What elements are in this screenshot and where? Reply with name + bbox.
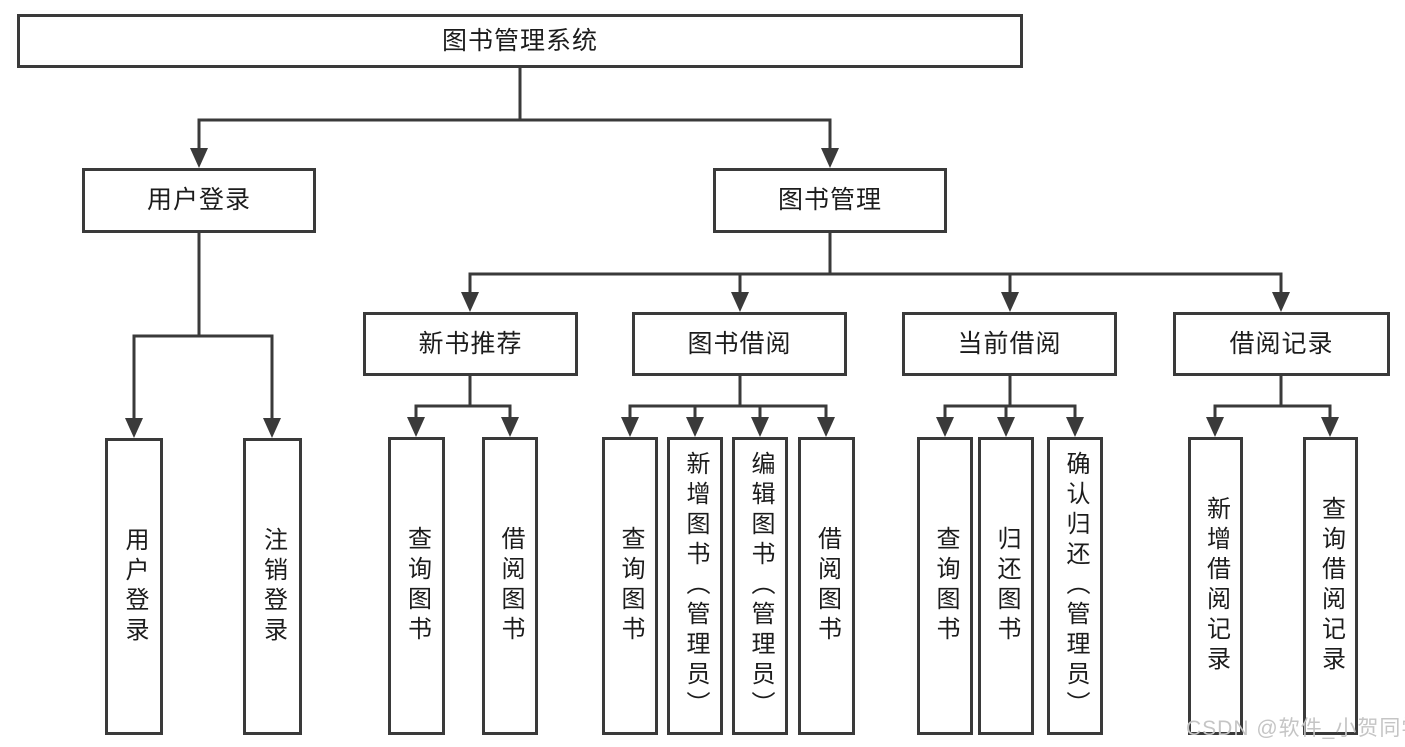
arrowhead-icon bbox=[1001, 292, 1019, 312]
arrowhead-icon bbox=[1066, 417, 1084, 437]
tree-node-label-rec: 新书推荐 bbox=[418, 329, 523, 358]
tree-node-label-rec-borrow: 借阅图书 bbox=[497, 526, 524, 646]
arrowhead-icon bbox=[1272, 292, 1290, 312]
arrowhead-icon bbox=[190, 148, 208, 168]
arrowhead-icon bbox=[1321, 417, 1339, 437]
tree-node-label-bor-borrow: 借阅图书 bbox=[813, 526, 841, 646]
tree-node-label-current: 当前借阅 bbox=[957, 329, 1062, 358]
arrowhead-icon bbox=[461, 292, 479, 312]
tree-node-rec-query: 查询图书 bbox=[388, 437, 445, 735]
tree-node-rec2-query: 查询借阅记录 bbox=[1303, 437, 1358, 735]
tree-node-bor-add: 新增图书（管理员） bbox=[667, 437, 723, 735]
tree-node-rec2-add: 新增借阅记录 bbox=[1188, 437, 1243, 735]
arrowhead-icon bbox=[1206, 417, 1224, 437]
tree-node-label-mgmt: 图书管理 bbox=[777, 186, 882, 214]
tree-node-label-cur-return: 归还图书 bbox=[993, 526, 1020, 646]
arrowhead-icon bbox=[997, 417, 1015, 437]
tree-node-label-bor-add: 新增图书（管理员） bbox=[682, 451, 709, 721]
tree-node-cur-query: 查询图书 bbox=[917, 437, 973, 735]
tree-node-bor-edit: 编辑图书（管理员） bbox=[732, 437, 788, 735]
tree-node-label-login-out: 注销登录 bbox=[259, 526, 287, 647]
tree-node-login-out: 注销登录 bbox=[243, 438, 302, 735]
tree-node-label-bor-edit: 编辑图书（管理员） bbox=[747, 451, 774, 721]
tree-node-current: 当前借阅 bbox=[902, 312, 1117, 376]
watermark-text: CSDN @软件_小贺同学 bbox=[1186, 717, 1405, 740]
arrowhead-icon bbox=[501, 417, 519, 437]
arrowhead-icon bbox=[263, 418, 281, 438]
tree-node-label-rec2-add: 新增借阅记录 bbox=[1202, 496, 1230, 676]
tree-node-label-records: 借阅记录 bbox=[1229, 329, 1334, 358]
arrowhead-icon bbox=[125, 418, 143, 438]
arrowhead-icon bbox=[751, 417, 769, 437]
tree-node-label-root: 图书管理系统 bbox=[441, 26, 598, 55]
tree-node-label-cur-confirm: 确认归还（管理员） bbox=[1062, 451, 1089, 721]
tree-node-rec-borrow: 借阅图书 bbox=[482, 437, 538, 735]
arrowhead-icon bbox=[817, 417, 835, 437]
tree-node-bor-query: 查询图书 bbox=[602, 437, 658, 735]
arrowhead-icon bbox=[821, 148, 839, 168]
tree-node-label-borrow: 图书借阅 bbox=[687, 329, 792, 358]
tree-node-root: 图书管理系统 bbox=[17, 14, 1023, 68]
tree-node-records: 借阅记录 bbox=[1173, 312, 1390, 376]
tree-node-label-login-do: 用户登录 bbox=[121, 526, 148, 647]
tree-node-borrow: 图书借阅 bbox=[632, 312, 847, 376]
tree-node-label-login: 用户登录 bbox=[146, 186, 251, 214]
tree-node-mgmt: 图书管理 bbox=[713, 168, 947, 233]
tree-node-cur-confirm: 确认归还（管理员） bbox=[1047, 437, 1103, 735]
tree-node-label-bor-query: 查询图书 bbox=[617, 526, 644, 646]
arrowhead-icon bbox=[731, 292, 749, 312]
arrowhead-icon bbox=[407, 417, 425, 437]
arrowhead-icon bbox=[686, 417, 704, 437]
tree-node-rec: 新书推荐 bbox=[363, 312, 578, 376]
tree-node-label-rec2-query: 查询借阅记录 bbox=[1317, 496, 1345, 676]
tree-node-label-cur-query: 查询图书 bbox=[932, 526, 959, 646]
arrowhead-icon bbox=[621, 417, 639, 437]
tree-node-bor-borrow: 借阅图书 bbox=[798, 437, 855, 735]
connector-path bbox=[132, 66, 1332, 424]
tree-node-label-rec-query: 查询图书 bbox=[403, 526, 431, 646]
tree-node-login-do: 用户登录 bbox=[105, 438, 163, 735]
tree-node-login: 用户登录 bbox=[82, 168, 316, 233]
tree-node-cur-return: 归还图书 bbox=[978, 437, 1034, 735]
arrowhead-icon bbox=[936, 417, 954, 437]
